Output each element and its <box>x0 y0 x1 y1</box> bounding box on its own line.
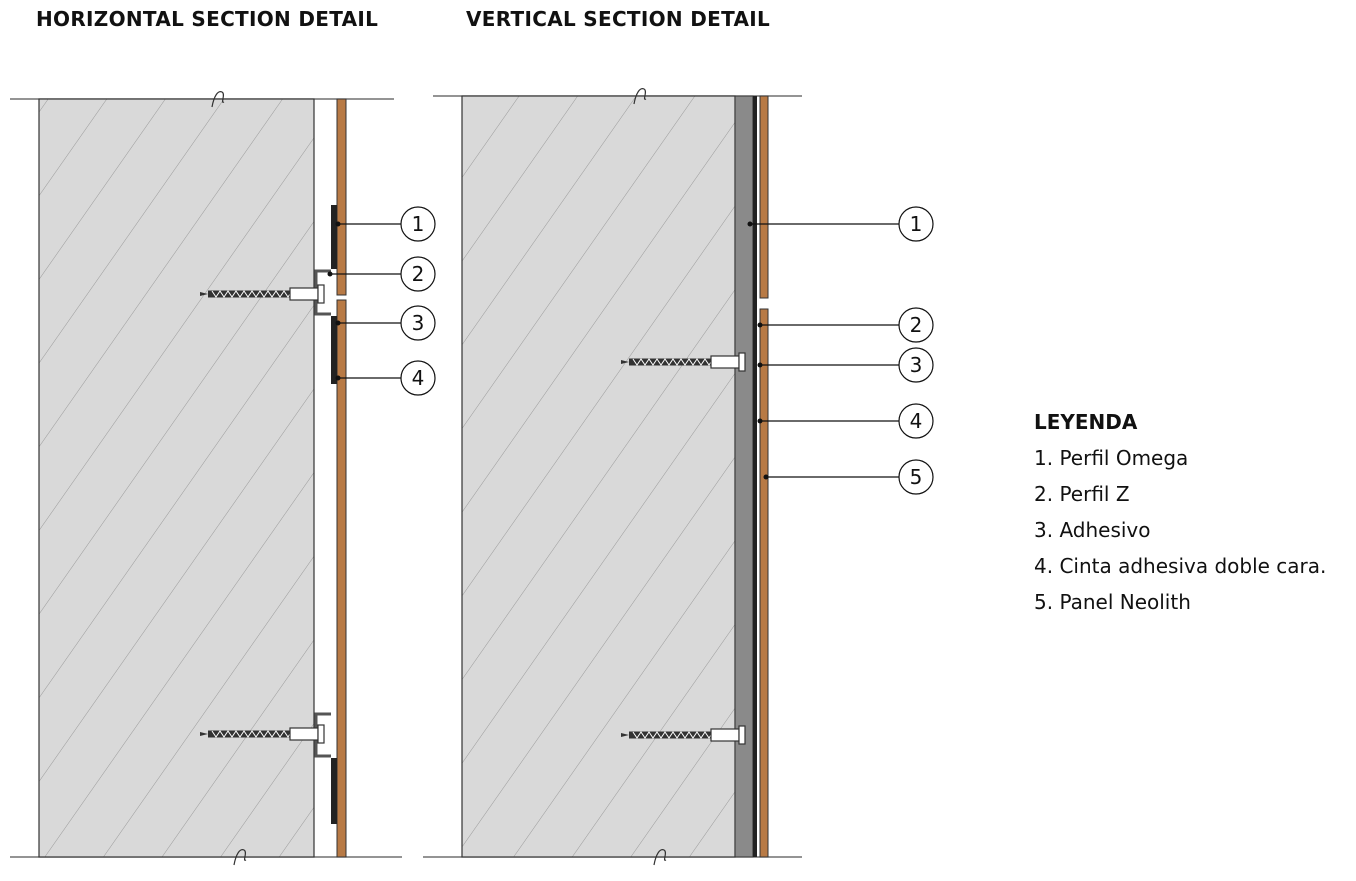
legend-item: 3. Adhesivo <box>1034 518 1151 542</box>
wall-section <box>461 95 736 858</box>
neolith-panel <box>759 95 769 299</box>
vertical-section-title: VERTICAL SECTION DETAIL <box>466 7 771 31</box>
callout-v-5: 5 <box>763 459 934 495</box>
callout-v-4: 4 <box>757 403 934 439</box>
callout-number: 1 <box>412 212 425 236</box>
horizontal-section-title: HORIZONTAL SECTION DETAIL <box>36 7 379 31</box>
callout-number: 4 <box>412 366 425 390</box>
callout-number: 4 <box>910 409 923 433</box>
legend: LEYENDA 1. Perfil Omega 2. Perfil Z 3. A… <box>1034 404 1326 620</box>
callout-v-2: 2 <box>757 307 934 343</box>
callout-h-2: 2 <box>327 256 436 292</box>
callout-number: 1 <box>910 212 923 236</box>
legend-item: 4. Cinta adhesiva doble cara. <box>1034 554 1327 578</box>
wall-section <box>38 98 315 858</box>
legend-item: 5. Panel Neolith <box>1034 590 1191 614</box>
adhesive-tape <box>753 96 757 857</box>
callout-number: 3 <box>910 353 923 377</box>
omega-profile <box>331 205 337 269</box>
callout-number: 2 <box>412 262 425 286</box>
neolith-panel <box>336 98 347 296</box>
callout-v-1: 1 <box>747 206 934 242</box>
callout-v-3: 3 <box>757 347 934 383</box>
legend-title: LEYENDA <box>1034 410 1138 434</box>
break-mark <box>211 91 225 108</box>
break-mark <box>653 849 667 866</box>
callout-h-3: 3 <box>335 305 436 341</box>
callout-number: 2 <box>910 313 923 337</box>
omega-profile <box>331 758 337 824</box>
break-mark <box>233 849 247 866</box>
callout-h-1: 1 <box>335 206 436 242</box>
callout-h-4: 4 <box>335 360 436 396</box>
vertical-section: 1 2 3 4 5 <box>423 88 934 866</box>
callout-number: 5 <box>910 465 923 489</box>
omega-profile <box>331 316 337 384</box>
legend-item: 1. Perfil Omega <box>1034 446 1189 470</box>
callout-number: 3 <box>412 311 425 335</box>
neolith-panel <box>336 299 347 858</box>
break-mark <box>633 88 647 105</box>
legend-item: 2. Perfil Z <box>1034 482 1130 506</box>
horizontal-section: 1 2 3 4 <box>10 91 436 866</box>
neolith-panel <box>759 308 769 858</box>
